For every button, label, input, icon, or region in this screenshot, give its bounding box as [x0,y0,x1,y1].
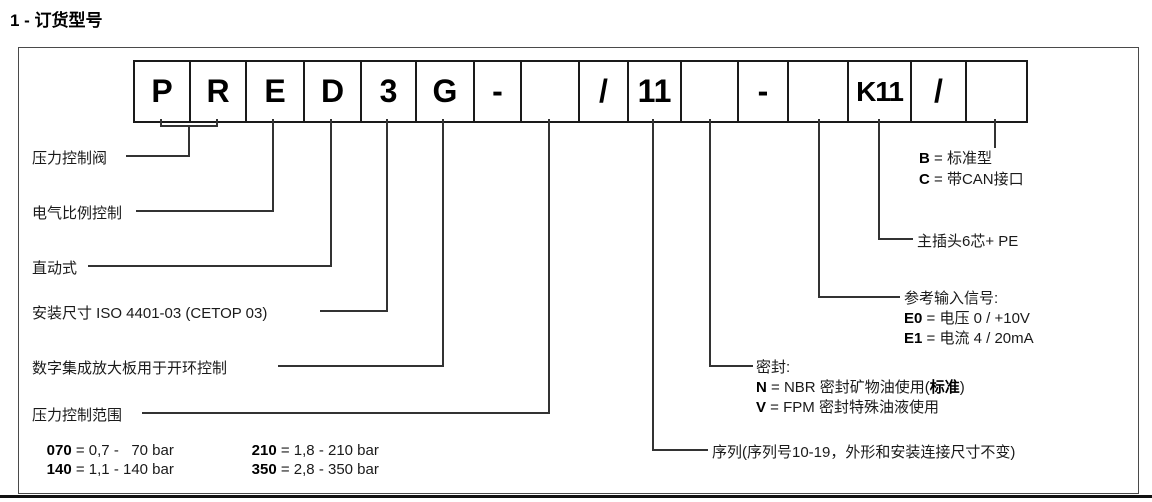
code-cell-e: E [247,62,305,121]
connector-series-horizontal [652,449,708,451]
option-c-code: C [919,171,930,188]
connector-plug-horizontal [878,238,913,240]
connector-ref-signal-vertical [818,119,820,298]
code-cell-dash2: - [739,62,789,121]
connector-seal-horizontal [709,365,753,367]
option-e1-code: E1 [904,330,923,347]
code-cell-range-blank [522,62,580,121]
code-cell-r: R [191,62,247,121]
connector-proportional-vertical [272,119,274,212]
range-text-210: = 1,8 - 210 bar [276,442,379,459]
code-cell-k11: K11 [849,62,912,121]
code-cell-slash1: / [580,62,629,121]
model-code-row: P R E D 3 G - / 11 - K11 / [133,60,1028,123]
connector-mounting-horizontal [320,310,388,312]
connector-ref-signal-horizontal [818,296,900,298]
range-code-350: 350 [251,461,277,478]
page-divider-line [0,495,1152,498]
connector-pressure-valve-vertical [188,125,190,157]
label-pressure-valve: 压力控制阀 [32,150,108,167]
code-cell-seal-blank [682,62,739,121]
option-n-row: N = NBR 密封矿物油使用(标准) [756,376,965,397]
connector-pr-stub-left [160,119,162,127]
option-v-text: = FPM 密封特殊油液使用 [766,399,939,416]
option-c-text: = 带CAN接口 [929,171,1024,188]
range-code-140: 140 [46,461,72,478]
range-code-210: 210 [251,442,277,459]
option-b-code: B [919,150,930,167]
label-plug: 主插头6芯+ PE [917,233,1019,250]
code-cell-p: P [135,62,191,121]
code-cell-g: G [417,62,475,121]
label-amplifier: 数字集成放大板用于开环控制 [32,360,228,377]
option-c-row: C = 带CAN接口 [919,168,1024,189]
connector-range-horizontal [142,412,550,414]
option-n-text-pre: = NBR 密封矿物油使用( [766,379,930,396]
option-v-code: V [756,399,767,416]
option-n-code: N [756,379,767,396]
section-title: 1 - 订货型号 [10,11,103,30]
connector-range-vertical [548,119,550,414]
label-proportional: 电气比例控制 [32,205,123,222]
code-cell-slash2: / [912,62,967,121]
range-text-140: = 1,1 - 140 bar [71,461,174,478]
code-cell-d: D [305,62,362,121]
option-b-text: = 标准型 [929,150,992,167]
connector-direct-horizontal [88,265,332,267]
label-mounting: 安装尺寸 ISO 4401-03 (CETOP 03) [32,305,268,322]
connector-seal-vertical [709,119,711,367]
connector-direct-vertical [330,119,332,267]
option-e0-text: = 电压 0 / +10V [922,310,1030,327]
connector-pr-stub-right [216,119,218,127]
connector-pressure-valve-horizontal [126,155,190,157]
connector-amplifier-horizontal [278,365,444,367]
option-n-text-post: ) [959,379,965,396]
option-v-row: V = FPM 密封特殊油液使用 [756,396,939,417]
label-direct-acting: 直动式 [32,260,78,277]
label-ref-signal-title: 参考输入信号: [904,290,999,307]
label-pressure-range: 压力控制范围 [32,407,123,424]
range-code-070: 070 [46,442,72,459]
option-b-row: B = 标准型 [919,147,992,168]
code-cell-variant-blank [967,62,1026,121]
option-e1-row: E1 = 电流 4 / 20mA [904,327,1034,348]
range-070-entry: 070 = 0,7 - 70 bar [47,442,252,459]
label-series: 序列(序列号10-19，外形和安装连接尺寸不变) [712,444,1016,461]
label-seal-title: 密封: [756,359,791,376]
connector-plug-vertical [878,119,880,240]
connector-mounting-vertical [386,119,388,312]
range-210-entry: 210 = 1,8 - 210 bar [252,442,379,459]
range-140-entry: 140 = 1,1 - 140 bar [47,461,252,478]
range-text-350: = 2,8 - 350 bar [276,461,379,478]
connector-variant-vertical [994,119,996,148]
connector-proportional-horizontal [136,210,274,212]
option-e0-code: E0 [904,310,923,327]
connector-amplifier-vertical [442,119,444,367]
connector-series-vertical [652,119,654,451]
diagram-frame [18,47,1139,494]
code-cell-3: 3 [362,62,417,121]
range-350-entry: 350 = 2,8 - 350 bar [252,461,379,478]
code-cell-signal-blank [789,62,849,121]
code-cell-series: 11 [629,62,682,121]
option-n-standard: 标准 [929,379,960,396]
range-text-070: = 0,7 - 70 bar [71,442,174,459]
code-cell-dash1: - [475,62,522,121]
option-e0-row: E0 = 电压 0 / +10V [904,307,1030,328]
option-e1-text: = 电流 4 / 20mA [922,330,1034,347]
